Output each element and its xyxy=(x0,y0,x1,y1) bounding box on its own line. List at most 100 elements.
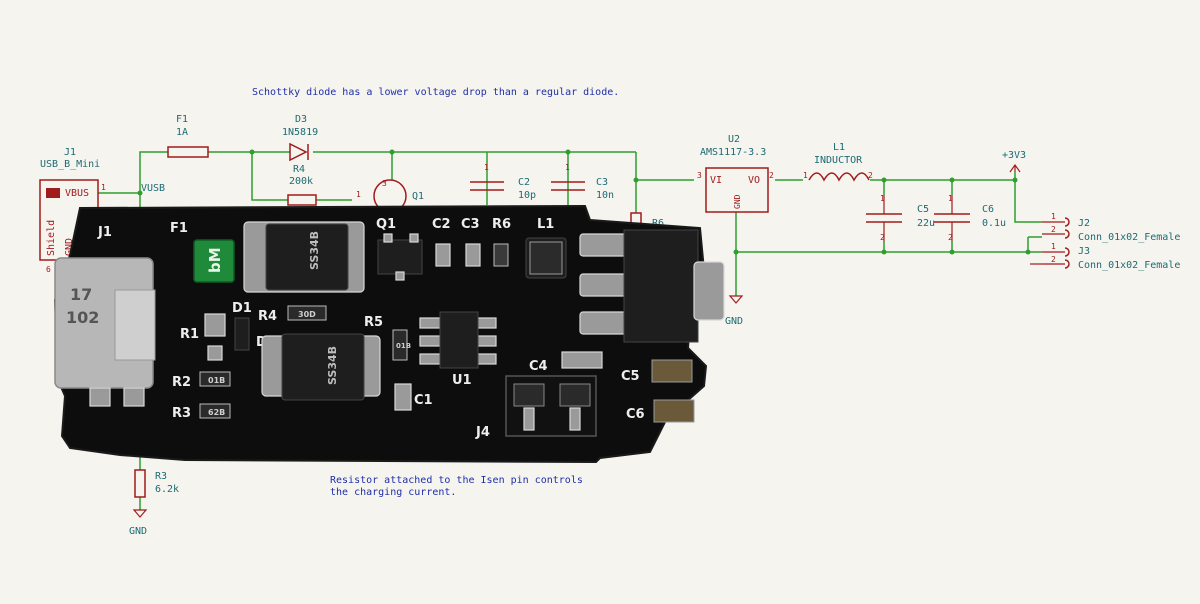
c3-symbol[interactable]: 1 C3 10n xyxy=(551,163,614,201)
j3-symbol[interactable]: 1 2 J3 Conn_01x02_Female xyxy=(1042,242,1180,271)
c5-p2: 2 xyxy=(880,233,885,242)
u2-pin-gnd: GND xyxy=(733,194,742,209)
c6-value: 0.1u xyxy=(982,218,1006,229)
f1-value: 1A xyxy=(176,127,188,138)
j2-value: Conn_01x02_Female xyxy=(1078,232,1180,243)
usb-marking-2: 102 xyxy=(66,308,99,327)
r2-code: 01B xyxy=(208,376,225,385)
usb-marking-1: 17 xyxy=(70,285,92,304)
power-3v3-symbol: +3V3 xyxy=(1002,150,1026,173)
silk-c5: C5 xyxy=(621,369,640,384)
c6-symbol[interactable]: 1 2 C6 0.1u xyxy=(934,194,1006,242)
r4-code: 30D xyxy=(298,310,316,319)
r5-code: 01B xyxy=(396,342,411,350)
silk-r2: R2 xyxy=(172,375,191,390)
c3-value: 10n xyxy=(596,190,614,201)
j1-ref: J1 xyxy=(64,147,76,158)
d2-marking: SS34B xyxy=(326,346,339,385)
u2-pin-vo: VO xyxy=(748,175,760,186)
j1-value: USB_B_Mini xyxy=(40,159,100,170)
d3-value: 1N5819 xyxy=(282,127,318,138)
junctions xyxy=(137,149,1031,255)
r3-value: 6.2k xyxy=(155,484,179,495)
gnd-symbol-r3: GND xyxy=(129,509,148,537)
diode-d3-body xyxy=(265,223,349,291)
c6-ref: C6 xyxy=(982,204,994,215)
note-isen-line1: Resistor attached to the Isen pin contro… xyxy=(330,475,583,486)
c5-value: 22u xyxy=(917,218,935,229)
c5-p1: 1 xyxy=(880,194,885,203)
note-isen-line2: the charging current. xyxy=(330,487,456,498)
silk-f1: F1 xyxy=(170,221,188,236)
c5-symbol[interactable]: 1 2 C5 22u xyxy=(866,194,935,242)
pcb-board: 17 102 J1 F1 D3 Q1 C2 C3 R6 L1 D1 R4 R5 … xyxy=(53,204,725,464)
silk-c6: C6 xyxy=(626,407,645,422)
j1-pin-shield: Shield xyxy=(46,220,57,256)
l1-value: INDUCTOR xyxy=(814,155,863,166)
r6-ref: R6 xyxy=(652,218,664,229)
c3-ref: C3 xyxy=(596,177,608,188)
net-gnd-u2: GND xyxy=(725,316,743,327)
c2-symbol[interactable]: 1 C2 10p xyxy=(470,163,536,201)
d3-symbol[interactable]: D3 1N5819 xyxy=(282,114,318,162)
u2-value: AMS1117-3.3 xyxy=(700,147,766,158)
silk-c1: C1 xyxy=(414,393,433,408)
l1-p1: 1 xyxy=(803,171,808,180)
r4-symbol[interactable]: R4 200k xyxy=(287,164,317,206)
silk-j4: J4 xyxy=(475,425,490,440)
c6-p1: 1 xyxy=(948,194,953,203)
q1-ref: Q1 xyxy=(412,191,424,202)
note-schottky: Schottky diode has a lower voltage drop … xyxy=(252,87,619,98)
f1-ref: F1 xyxy=(176,114,188,125)
j2-symbol[interactable]: 1 2 J2 Conn_01x02_Female xyxy=(1042,212,1180,243)
f1-symbol[interactable]: F1 1A xyxy=(167,114,209,158)
l1-ref: L1 xyxy=(833,142,845,153)
j3-p2: 2 xyxy=(1051,255,1056,264)
silk-j1: J1 xyxy=(97,225,112,240)
fuse-marking: bM xyxy=(206,247,224,273)
d3-ref: D3 xyxy=(295,114,307,125)
net-gnd: GND xyxy=(129,526,147,537)
j2-p1: 1 xyxy=(1051,212,1056,221)
silk-d1: D1 xyxy=(232,301,252,316)
j3-value: Conn_01x02_Female xyxy=(1078,260,1180,271)
j1-pin-gnd: GND xyxy=(64,238,75,256)
net-vusb: VUSB xyxy=(141,183,165,194)
u1-package xyxy=(439,311,479,369)
c2-ref: C2 xyxy=(518,177,530,188)
j2-ref: J2 xyxy=(1078,218,1090,229)
silk-r5: R5 xyxy=(364,315,383,330)
silk-r3: R3 xyxy=(172,406,191,421)
silk-c2: C2 xyxy=(432,217,451,232)
silk-r4: R4 xyxy=(258,309,277,324)
d3-marking: SS34B xyxy=(308,231,321,270)
net-3v3: +3V3 xyxy=(1002,150,1026,161)
r3-symbol[interactable]: R3 6.2k xyxy=(134,469,179,498)
silk-r1: R1 xyxy=(180,327,199,342)
silk-c4: C4 xyxy=(529,359,548,374)
c6-p2: 2 xyxy=(948,233,953,242)
j1-pin6-num: 6 xyxy=(46,265,51,274)
regulator-package xyxy=(623,229,699,343)
u2-pin3-num: 3 xyxy=(697,171,702,180)
silk-r6: R6 xyxy=(492,217,511,232)
usb-icon xyxy=(46,188,60,198)
fuse-component xyxy=(193,239,235,283)
j1-pin-vbus: VBUS xyxy=(65,188,89,199)
silk-q1: Q1 xyxy=(376,217,396,232)
c2-value: 10p xyxy=(518,190,536,201)
r4-ref: R4 xyxy=(293,164,305,175)
silk-c3: C3 xyxy=(461,217,480,232)
j3-ref: J3 xyxy=(1078,246,1090,257)
c5-ref: C5 xyxy=(917,204,929,215)
q1-pin3: 3 xyxy=(382,179,387,188)
u2-symbol[interactable]: U2 AMS1117-3.3 VI VO GND 3 2 xyxy=(697,134,774,213)
silk-l1: L1 xyxy=(537,217,554,232)
u2-pin2-num: 2 xyxy=(769,171,774,180)
r3-code: 62B xyxy=(208,408,225,417)
q1-package xyxy=(377,239,423,275)
gnd-symbol-u2: GND xyxy=(725,295,744,327)
l1-symbol[interactable]: L1 INDUCTOR 1 2 xyxy=(803,142,873,182)
